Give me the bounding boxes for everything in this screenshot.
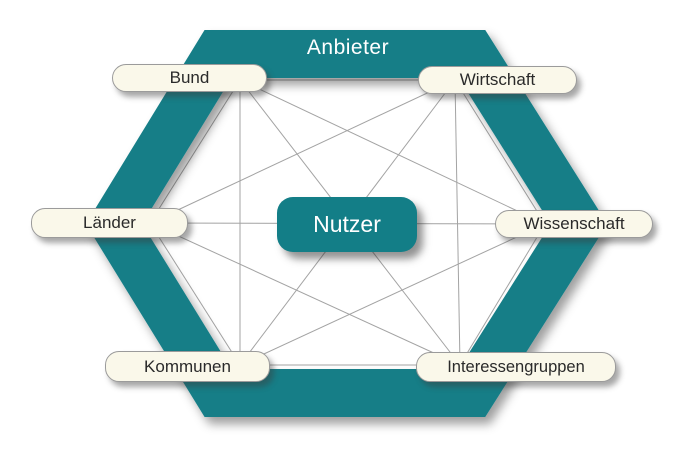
node-wissenschaft-label: Wissenschaft bbox=[523, 214, 625, 233]
node-wissenschaft: Wissenschaft bbox=[495, 210, 653, 238]
node-wirtschaft-label: Wirtschaft bbox=[459, 70, 536, 89]
band-title: Anbieter bbox=[306, 36, 390, 59]
node-interessengruppen: Interessengruppen bbox=[416, 352, 616, 382]
node-interessengruppen-label: Interessengruppen bbox=[447, 357, 585, 376]
node-kommunen-label: Kommunen bbox=[144, 356, 231, 376]
center-node-label: Nutzer bbox=[313, 211, 381, 237]
node-bund: Bund bbox=[112, 64, 267, 92]
node-laender: Länder bbox=[31, 208, 188, 238]
node-wirtschaft: Wirtschaft bbox=[418, 66, 577, 94]
node-laender-label: Länder bbox=[83, 213, 136, 232]
center-node-nutzer: Nutzer bbox=[277, 197, 417, 252]
node-kommunen: Kommunen bbox=[105, 351, 270, 382]
connection-lines bbox=[149, 79, 546, 366]
node-bund-label: Bund bbox=[169, 68, 210, 87]
